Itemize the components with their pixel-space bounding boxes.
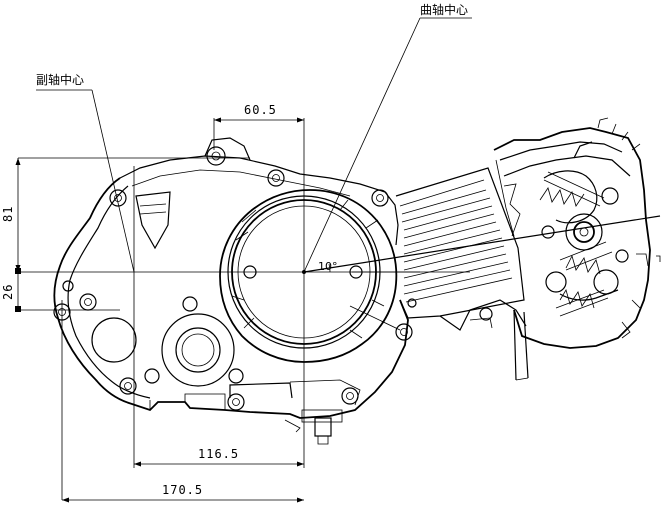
dimension-116-5: 116.5 [134,447,304,467]
dimension-60-5: 60.5 [213,103,304,150]
countershaft-boss [91,191,235,387]
crankshaft-center-callout: 曲轴中心 [303,2,472,273]
dimension-label-81: 81 [1,206,15,222]
dimension-label-116-5: 116.5 [198,447,239,461]
crankshaft-center-label: 曲轴中心 [420,2,468,17]
crankcase [53,137,409,445]
dimension-label-170-5: 170.5 [162,483,203,497]
clutch-cover [219,189,398,363]
center-lines [18,118,420,500]
bolts [53,146,493,411]
cylinder-head [493,117,661,381]
dimension-170-5: 170.5 [62,483,304,503]
dimension-label-60-5: 60.5 [244,103,277,117]
cylinder [395,167,527,331]
countershaft-center-label: 副轴中心 [36,72,84,87]
angle-label: 10° [318,260,338,273]
dimension-26: 26 [1,268,21,312]
angle-annotation: 10° [318,260,338,273]
dimension-label-26: 26 [1,284,15,300]
dimension-81: 81 [1,158,21,272]
crankshaft-center-point [302,270,306,274]
countershaft-center-callout: 副轴中心 [36,72,135,273]
